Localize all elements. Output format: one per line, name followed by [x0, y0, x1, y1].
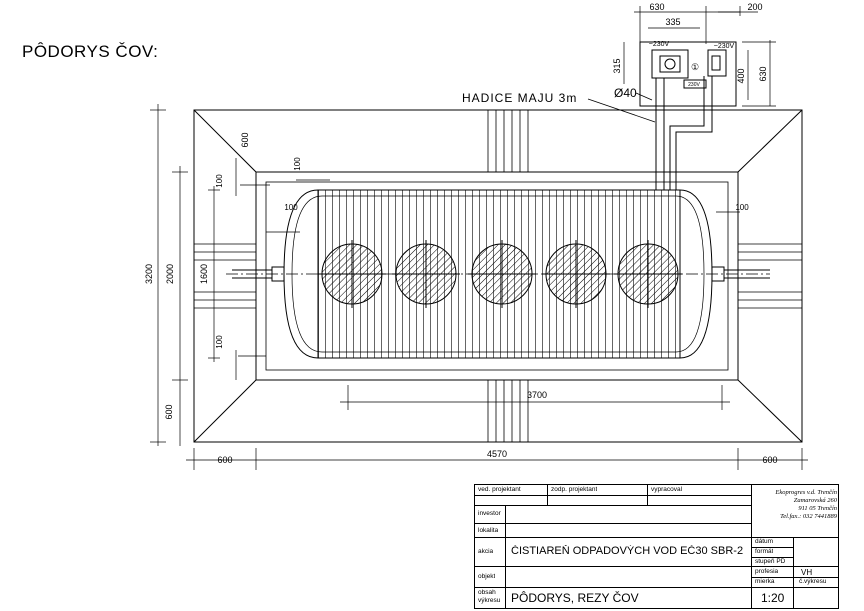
control-box [639, 41, 737, 107]
label-akcia: akcia [478, 548, 494, 555]
step-grating-top [487, 110, 529, 172]
dim-box-height-b: 400 [736, 68, 746, 83]
dim-width-left: 600 [217, 455, 232, 465]
label-obsah: obsah [478, 589, 496, 596]
drawing-title: PÔDORYS ČOV: [22, 42, 159, 61]
air-hose [655, 78, 665, 190]
dim-box-offset: 200 [747, 2, 762, 12]
mierka-value: 1:20 [761, 591, 785, 605]
dim-height-inner: 2000 [165, 264, 175, 284]
label-profesia: profesia [755, 568, 779, 575]
dim-height-total: 3200 [144, 264, 154, 284]
manhole-5 [614, 240, 682, 308]
step-grating-bottom [487, 380, 529, 442]
label-lokalita: lokalita [478, 527, 499, 534]
inlet-fitting [271, 266, 285, 282]
label-stupen: stupeň PD [755, 558, 786, 565]
dimension-lines [150, 6, 808, 470]
dim-box-inner-width: 335 [665, 17, 680, 27]
control-unit [707, 49, 727, 77]
blower-unit [651, 49, 689, 79]
dim-width-right: 600 [762, 455, 777, 465]
label-format: formát [755, 548, 774, 555]
dim-box-height-c: 630 [758, 66, 768, 81]
company-block: Ekoprogres v.d. Trenčín Zamarovská 260 9… [755, 489, 837, 521]
dim-box-total-width: 630 [649, 2, 664, 12]
label-ved-projektant: ved. projektant [478, 486, 521, 493]
label-vykresu: výkresu [478, 597, 501, 604]
voltage-label-b: ~230V [714, 43, 735, 50]
step-grating-left [194, 243, 256, 309]
pit-outline [193, 109, 803, 443]
profesia-value: VH [801, 568, 813, 577]
label-objekt: objekt [478, 573, 496, 580]
company-line-4: Tel.fax.: 032 7441889 [780, 513, 837, 520]
manhole-1 [318, 240, 386, 308]
dim-height-tank: 1600 [199, 264, 209, 284]
label-vypracoval: vypracoval [651, 486, 683, 493]
dim-100-c: 100 [284, 203, 298, 212]
label-cislo-vykresu: č.výkresu [799, 578, 827, 585]
label-investor: investor [478, 510, 501, 517]
dim-height-bottom: 600 [164, 404, 174, 419]
dim-100-e: 100 [215, 335, 224, 349]
manhole-3 [468, 240, 536, 308]
obsah-value: PÔDORYS, REZY ČOV [511, 591, 639, 605]
dim-box-height-a: 315 [612, 58, 622, 73]
title-block: ved. projektant zodp. projektant vypraco… [474, 484, 839, 609]
dim-100-a: 100 [293, 157, 302, 171]
manhole-4 [542, 240, 610, 308]
dim-diag-top: 600 [240, 132, 250, 147]
step-grating-right [738, 243, 802, 309]
pit-inner-wall [255, 171, 739, 381]
label-zodp-projektant: zodp. projektant [551, 486, 598, 493]
circle-marker: ① [691, 62, 699, 72]
dim-tank-length: 3700 [527, 390, 547, 400]
dim-100-b: 100 [215, 174, 224, 188]
dim-width-main: 4570 [487, 449, 507, 459]
pipe-diameter-label: Ø40 [614, 86, 637, 100]
manhole-2 [392, 240, 460, 308]
label-mierka: mierka [755, 578, 775, 585]
hose-label: HADICE MAJU 3m [462, 91, 577, 105]
outlet-fitting [711, 266, 725, 282]
company-line-3: 911 05 Trenčín [798, 505, 837, 512]
company-line-2: Zamarovská 260 [793, 497, 837, 504]
voltage-label-small: 230V [688, 82, 700, 88]
label-datum: dátum [755, 538, 774, 545]
akcia-value: ČISTIAREŇ ODPADOVÝCH VOD EČ30 SBR-2 [511, 545, 744, 557]
voltage-label-a: ~230V [649, 41, 670, 48]
dim-100-d: 100 [735, 203, 749, 212]
company-line-1: Ekoprogres v.d. Trenčín [775, 489, 837, 496]
